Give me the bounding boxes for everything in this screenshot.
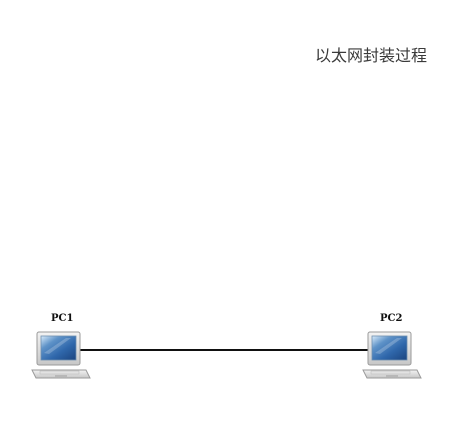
pc1-pc2-link	[79, 349, 371, 351]
pc2-node	[362, 330, 422, 382]
pc1-node	[31, 330, 91, 382]
pc1-label: PC1	[51, 313, 74, 324]
laptop-icon	[31, 331, 91, 379]
pc2-label: PC2	[380, 313, 403, 324]
laptop-icon	[362, 331, 422, 379]
diagram-title: 以太网封装过程	[315, 46, 428, 65]
